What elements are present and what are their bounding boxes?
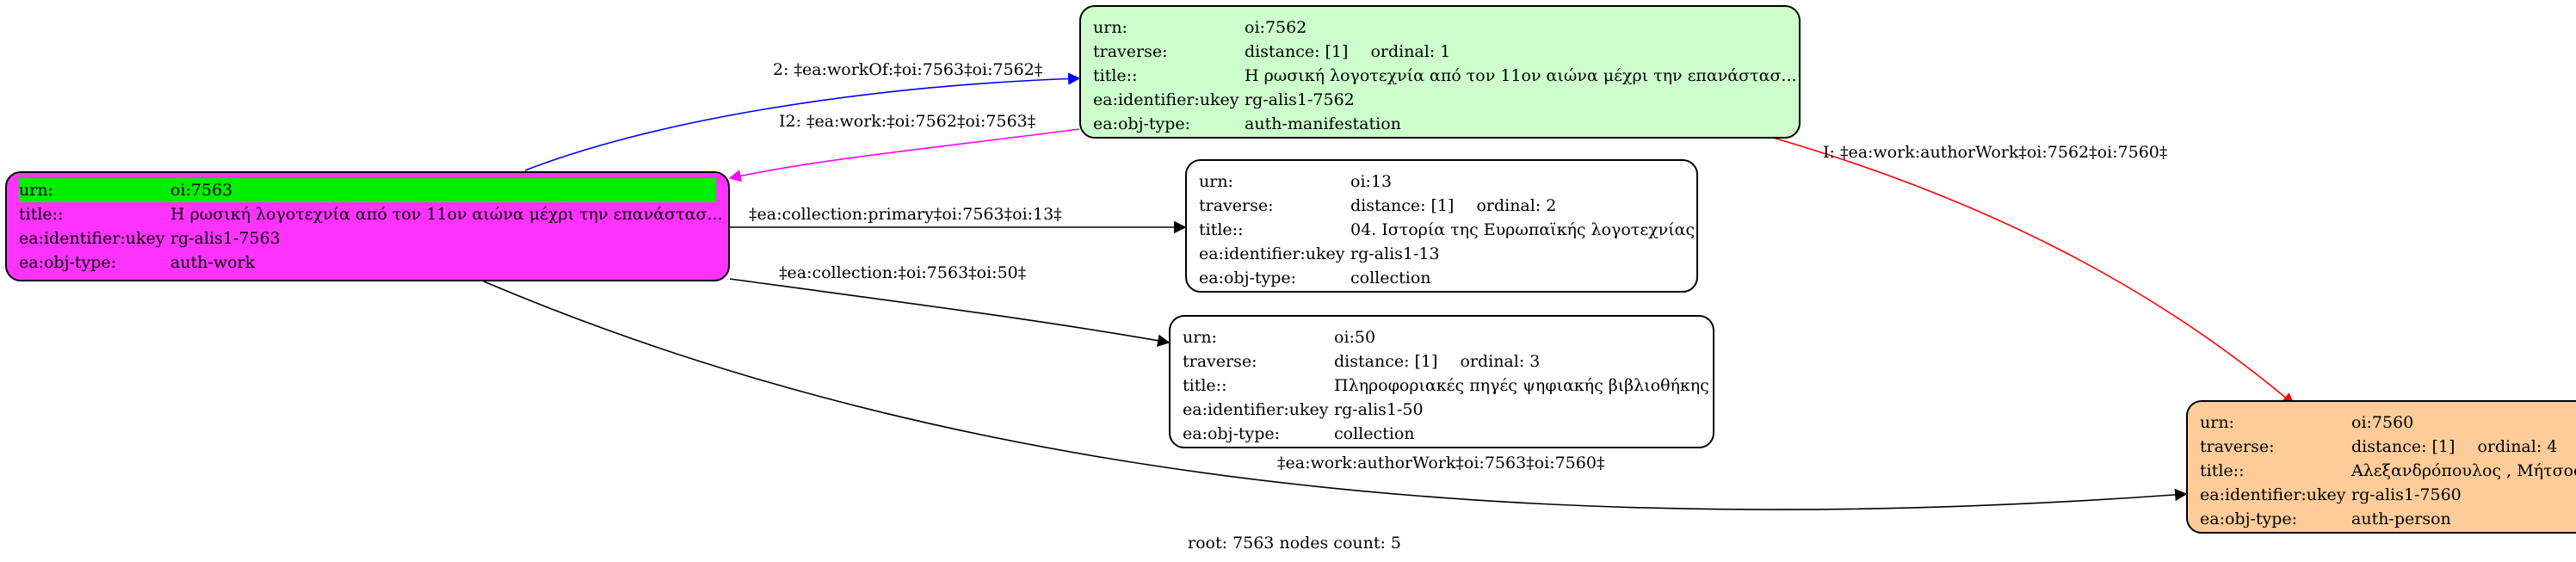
row-key: urn: — [1199, 172, 1233, 191]
row-key: urn: — [2200, 413, 2234, 432]
row-key: traverse: — [2200, 437, 2275, 456]
traverse-distance: distance: [1] — [2351, 437, 2456, 456]
row-key: ea:obj-type: — [1183, 424, 1281, 443]
row-value: oi:50 — [1334, 328, 1376, 347]
row-value: auth-work — [170, 253, 256, 272]
row-key: urn: — [19, 181, 53, 200]
row-value: collection — [1350, 269, 1431, 287]
traverse-ordinal: ordinal: 3 — [1460, 352, 1541, 371]
edge-label-collection-primary: ‡ea:collection:primary‡oi:7563‡oi:13‡ — [749, 205, 1062, 224]
node-root-work[interactable]: urn: oi:7563 title:: Η ρωσική λογοτεχνία… — [5, 171, 730, 281]
edge-label-author-inverse: I: ‡ea:work:authorWork‡oi:7562‡oi:7560‡ — [1823, 143, 2168, 162]
row-key: ea:identifier:ukey — [1199, 244, 1345, 263]
row-value: 04. Ιστορία της Ευρωπαϊκής λογοτεχνίας — [1350, 220, 1696, 239]
row-key: ea:obj-type: — [1199, 269, 1297, 287]
row-value: rg-alis1-13 — [1350, 244, 1440, 263]
row-key: ea:obj-type: — [1093, 114, 1191, 133]
node-row-urn: urn: oi:7563 — [19, 178, 716, 202]
edge-label-work: I2: ‡ea:work:‡oi:7562‡oi:7563‡ — [779, 112, 1036, 131]
node-row-title: title:: Η ρωσική λογοτεχνία από τον 11ον… — [19, 202, 723, 226]
row-value: auth-manifestation — [1245, 114, 1401, 133]
node-collection-13[interactable]: urn: oi:13 traverse: distance: [1] ordinal:… — [1185, 159, 1698, 293]
node-row-ukey: ea:identifier:ukey rg-alis1-7563 — [19, 226, 716, 250]
row-key: traverse: — [1199, 196, 1274, 215]
row-value: rg-alis1-50 — [1334, 400, 1424, 419]
traverse-ordinal: ordinal: 2 — [1476, 196, 1557, 215]
node-collection-50[interactable]: urn: oi:50 traverse: distance: [1] ordinal:… — [1169, 315, 1714, 448]
row-value: collection — [1334, 424, 1415, 443]
row-key: title:: — [1093, 66, 1138, 85]
row-key: ea:identifier:ukey — [2200, 485, 2346, 504]
traverse-distance: distance: [1] — [1350, 196, 1455, 215]
row-value: oi:7560 — [2351, 413, 2414, 432]
row-value: Η ρωσική λογοτεχνία από τον 11ον αιώνα μ… — [1245, 66, 1797, 85]
row-value: rg-alis1-7563 — [170, 229, 281, 248]
edge-workof — [524, 72, 1081, 171]
row-key: ea:identifier:ukey — [1093, 90, 1239, 109]
traverse-ordinal: ordinal: 1 — [1370, 42, 1451, 61]
row-key: urn: — [1093, 18, 1127, 37]
row-key: title:: — [1183, 376, 1227, 395]
row-key: title:: — [19, 205, 64, 224]
row-value: auth-person — [2351, 510, 2451, 528]
row-key: traverse: — [1093, 42, 1168, 61]
edge-collection — [729, 278, 1171, 347]
row-key: ea:identifier:ukey — [1183, 400, 1329, 419]
row-value: rg-alis1-7560 — [2351, 485, 2462, 504]
edge-label-workof: 2: ‡ea:workOf:‡oi:7563‡oi:7562‡ — [773, 60, 1043, 79]
edge-author-inverse — [1772, 137, 2295, 405]
row-value: oi:7563 — [170, 181, 233, 200]
row-key: traverse: — [1183, 352, 1257, 371]
edge-label-collection: ‡ea:collection:‡oi:7563‡oi:50‡ — [779, 263, 1027, 282]
row-value: Η ρωσική λογοτεχνία από τον 11ον αιώνα μ… — [170, 205, 723, 224]
row-value: oi:13 — [1350, 172, 1393, 191]
node-row-objtype: ea:obj-type: auth-work — [19, 250, 716, 275]
node-manifestation[interactable]: urn: oi:7562 traverse: distance: [1] ordina… — [1079, 5, 1801, 139]
traverse-ordinal: ordinal: 4 — [2477, 437, 2558, 456]
row-key: ea:identifier:ukey — [19, 229, 165, 248]
row-value: oi:7562 — [1245, 18, 1307, 37]
row-key: title:: — [2200, 461, 2245, 480]
graph-footer: root: 7563 nodes count: 5 — [1188, 534, 1402, 553]
row-key: title:: — [1199, 220, 1244, 239]
row-value: rg-alis1-7562 — [1245, 90, 1355, 109]
edge-label-author: ‡ea:work:authorWork‡oi:7563‡oi:7560‡ — [1277, 454, 1605, 472]
row-key: ea:obj-type: — [19, 253, 117, 272]
edge-author — [483, 281, 2188, 510]
row-key: urn: — [1183, 328, 1217, 347]
row-value: Αλεξανδρόπουλος , Μήτσος — [2351, 461, 2576, 480]
traverse-distance: distance: [1] — [1245, 42, 1349, 61]
node-person[interactable]: urn: oi:7560 traverse: distance: [1] ordina… — [2186, 400, 2576, 534]
row-key: ea:obj-type: — [2200, 510, 2298, 528]
row-value: Πληροφοριακές πηγές ψηφιακής βιβλιοθήκης — [1334, 376, 1709, 395]
edge-work — [728, 128, 1080, 182]
traverse-distance: distance: [1] — [1334, 352, 1438, 371]
